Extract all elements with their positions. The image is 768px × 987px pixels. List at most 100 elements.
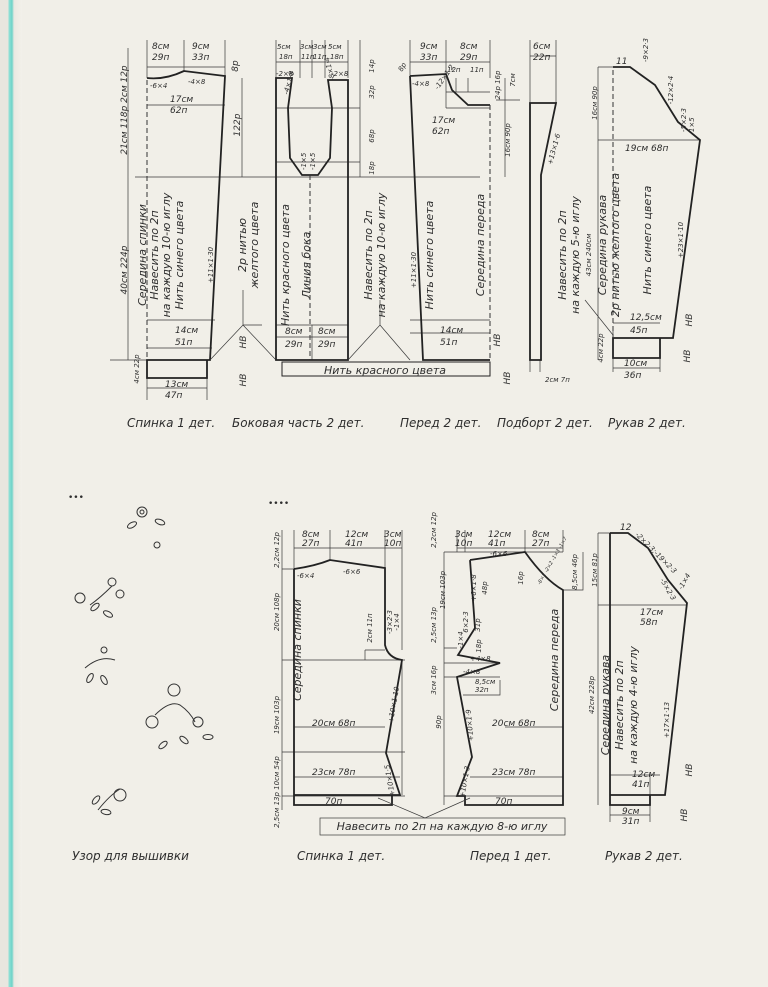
back-yarn-note: Нить синего цвета	[173, 200, 186, 309]
back-increase-note: Навесить по 2п	[148, 210, 161, 299]
sleeve-center-note: Середина рукава	[596, 195, 609, 296]
back-needle-note: на каждую 10-ю иглу	[160, 192, 173, 317]
sleeve-rib-stitches: 36п	[624, 371, 641, 381]
side-st-1: 18п	[279, 53, 293, 61]
front-increase-formula: +11×1·30	[410, 251, 418, 288]
bs-h2: 42см 228р	[588, 675, 596, 714]
bf-r31: 31р	[474, 618, 482, 632]
sleeve-width: 19см 68п	[625, 144, 669, 154]
sleeve-cap-dec-3: -5×2·3	[680, 108, 688, 132]
flower-icon	[74, 577, 125, 618]
bb-center: Середина спинки	[291, 599, 304, 701]
side-st-4: 18п	[330, 53, 344, 61]
back-width-2: 9см	[192, 42, 210, 52]
front-hem-width: 14см	[440, 326, 463, 336]
side-dec-2: -2×8	[331, 70, 349, 78]
side-width-2: 3см	[300, 43, 314, 51]
sleeve-increase-formula: +23×1·10	[677, 221, 685, 258]
bottom-back-piece: 8см 27п 12см 41п 3см 10п -6×4 -6×6 2,2см…	[273, 530, 405, 828]
back-chest-stitches: 62п	[170, 106, 187, 116]
side-increase-note: Навесить по 2п	[362, 210, 375, 299]
bf-r16: 16р	[517, 571, 525, 585]
caption-back-bottom: Спинка 1 дет.	[297, 849, 385, 863]
back-hem-stitches: 51п	[175, 338, 192, 348]
side-rows-68: 68р	[368, 129, 376, 143]
bb-arm1: -3×2·3	[386, 610, 394, 634]
back-width-1: 8см	[152, 42, 170, 52]
flower-icon	[126, 506, 166, 549]
bb-h3: 19см 103р	[273, 695, 281, 734]
side-rows-32: 32р	[368, 85, 376, 99]
bs-needle-note: на каждую 4-ю иглу	[627, 646, 640, 764]
bb-w2: 12см	[345, 530, 368, 540]
bf-h3: 2,5см 13р	[430, 607, 438, 643]
bs-center: Середина рукава	[599, 655, 612, 756]
bs-inc: +17×1·13	[663, 702, 671, 738]
front-stitches-2: 29п	[460, 53, 477, 63]
bs-top: 12	[620, 523, 632, 533]
yellow-note-line-2: желтого цвета	[248, 201, 261, 289]
page-binding-edge	[0, 0, 22, 987]
hv-mark: НВ	[239, 374, 249, 387]
leaf-icon	[84, 646, 116, 686]
front-width-2: 8см	[460, 42, 478, 52]
side-width-1: 5см	[277, 43, 291, 51]
front-neck-dec: -12×1·2	[433, 63, 456, 91]
facing-bottom-dim: 2см 7п	[545, 376, 570, 384]
side-dec-5: -1×5	[300, 152, 308, 170]
caption-front-top: Перед 2 дет.	[400, 416, 481, 430]
bb-s2: 41п	[345, 539, 362, 549]
bb-s3: 10п	[384, 539, 401, 549]
front-chest-stitches: 62п	[432, 127, 449, 137]
back-stitches-2: 33п	[192, 53, 209, 63]
side-st-3: 11п	[313, 53, 327, 61]
bf-a2: 6×2·3	[462, 611, 470, 632]
sleeve-hem-stitches: 45п	[630, 326, 647, 336]
bb-h1: 2,2см 12р	[273, 532, 281, 568]
sleeve-cap-dec-1: -9×2·3	[642, 38, 650, 62]
hv-mark: НВ	[239, 336, 249, 349]
back-chest-width: 17см	[170, 95, 193, 105]
front-width-1: 9см	[420, 42, 438, 52]
caption-side-top: Боковая часть 2 дет.	[232, 416, 364, 430]
back-shoulder-dec: -4×8	[188, 78, 206, 86]
back-total-height: 40см 224р	[120, 245, 130, 294]
front-16cm: 16см 90р	[504, 123, 512, 157]
side-bottom-w1: 8см	[285, 327, 303, 337]
front-hem-stitches: 51п	[440, 338, 457, 348]
front-rows-8: 8р	[397, 61, 409, 73]
bs-c2: -5×2·3	[658, 577, 677, 602]
bf-p1: +4×8	[470, 655, 491, 663]
side-bottom-s2: 29п	[318, 340, 335, 350]
front-chest-width: 17см	[432, 116, 455, 126]
bb-arm2: -1×4	[393, 613, 401, 630]
bs-c3: -1×4	[677, 572, 693, 591]
sleeve-yarn-note: Нить синего цвета	[641, 185, 654, 294]
bb-shoulder: -6×6	[343, 568, 361, 576]
bs-increase-note: Навесить по 2п	[613, 660, 626, 749]
bottom-sleeve-piece: 12 -2×2·3;-19×2·3 -5×2·3 -1×4 15см 81р 1…	[588, 523, 695, 827]
bottom-note: Навесить по 2п на каждую 8-ю иглу	[319, 797, 566, 836]
bs-w12: 12см	[632, 770, 655, 780]
side-rows-18: 18р	[368, 161, 376, 175]
caption-sleeve-bottom: Рукав 2 дет.	[605, 849, 683, 863]
front-neck-st-12: 12п	[447, 66, 461, 74]
bf-pw: 8,5см	[475, 678, 496, 686]
bf-r48: 48р	[481, 581, 489, 595]
side-yarn-note: Нить красного цвета	[279, 204, 292, 326]
back-hem-width: 14см	[175, 326, 198, 336]
hv-mark: НВ	[685, 764, 695, 777]
sleeve-needle-note: на каждую 5-ю иглу	[569, 196, 582, 314]
back-center-note: Середина спинки	[136, 204, 149, 306]
side-width-4: 5см	[328, 43, 342, 51]
sleeve-hem-width: 12,5см	[630, 313, 662, 323]
bf-w3: 8см	[532, 530, 550, 540]
back-rib-width: 13см	[165, 380, 188, 390]
hv-mark: НВ	[683, 350, 693, 363]
facing-width: 6см	[533, 42, 551, 52]
bf-h4: 3см 16р	[430, 665, 438, 695]
sleeve-increase-note: Навесить по 2п	[556, 210, 569, 299]
top-sleeve-piece: 11 -9×2·3 -12×2·4 -5×2·3 -1×5 16см 90р 1…	[556, 38, 701, 381]
back-rows-122: 122р	[233, 113, 243, 136]
